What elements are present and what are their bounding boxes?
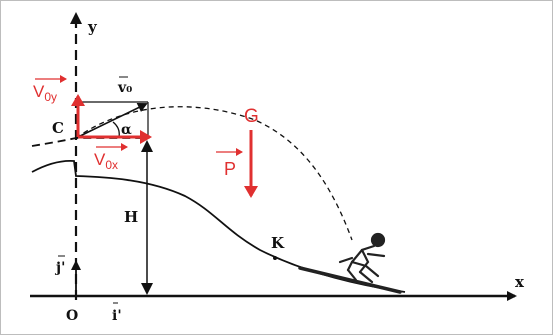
skier-figure [298,232,402,294]
y-axis-arrowhead [70,12,82,24]
launch-level-dashes [31,137,148,147]
point-c-label: C [52,119,64,137]
unit-vector-j-label: j' [54,260,65,276]
v0y-label: V0y [33,82,57,104]
origin-label: O [66,308,78,324]
angle-arc [112,121,120,138]
height-label: H [124,208,138,226]
height-arrow-bottom [141,283,153,295]
angle-label: α [121,122,132,138]
height-arrow-top [141,140,153,152]
point-k [273,256,277,260]
v0x-label: V0x [94,150,118,172]
v0-vector [77,102,148,138]
x-axis-label: x [515,273,525,291]
unit-vector-i-label: i' [112,308,122,324]
v0-label: v₀ [117,80,132,96]
y-axis-label: y [87,18,98,36]
weight-label: P [224,159,236,179]
point-k-label: K [271,234,285,252]
point-g-label: G [244,106,259,127]
